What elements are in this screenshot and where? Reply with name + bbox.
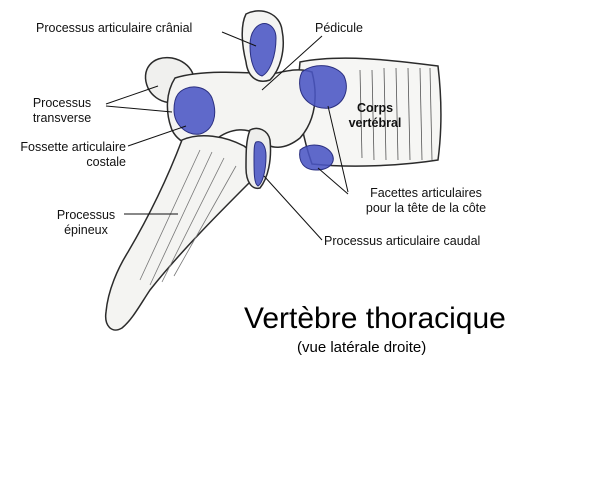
leader-facettes-2	[317, 167, 349, 195]
label-processus-transverse: Processus transverse	[32, 96, 92, 125]
label-processus-articulaire-cranial: Processus articulaire crânial	[36, 21, 193, 35]
label-corps-vertebral: Corps vertébral	[348, 101, 402, 130]
label-processus-epineux: Processus épineux	[56, 208, 116, 237]
label-processus-articulaire-caudal: Processus articulaire caudal	[324, 234, 481, 248]
diagram-subtitle: (vue latérale droite)	[297, 339, 427, 356]
facet-rib-head-upper	[299, 65, 347, 109]
spinous-shading	[139, 149, 237, 286]
leader-fossette	[127, 125, 187, 147]
leader-lines	[105, 31, 349, 241]
facet-caudal	[253, 141, 267, 187]
leader-caudal	[263, 175, 323, 241]
articular-facets	[173, 23, 347, 187]
leader-facettes-1	[327, 105, 349, 193]
leader-cranial	[221, 31, 257, 47]
body-hatching	[359, 67, 433, 161]
label-fossette-articulaire-costale: Fossette articulaire costale	[20, 140, 126, 169]
leader-transverse-1	[105, 85, 159, 105]
facet-costal-transverse	[173, 86, 216, 135]
diagram-title: Vertèbre thoracique	[244, 302, 506, 335]
facet-rib-head-lower	[299, 144, 334, 171]
label-facettes-articulaires: Facettes articulaires pour la tête de la…	[365, 186, 487, 215]
spinous-process-shape	[104, 135, 258, 331]
leader-pedicule	[261, 35, 323, 91]
facet-cranial	[249, 23, 277, 77]
leader-transverse-2	[105, 105, 173, 113]
label-pedicule: Pédicule	[315, 21, 363, 35]
